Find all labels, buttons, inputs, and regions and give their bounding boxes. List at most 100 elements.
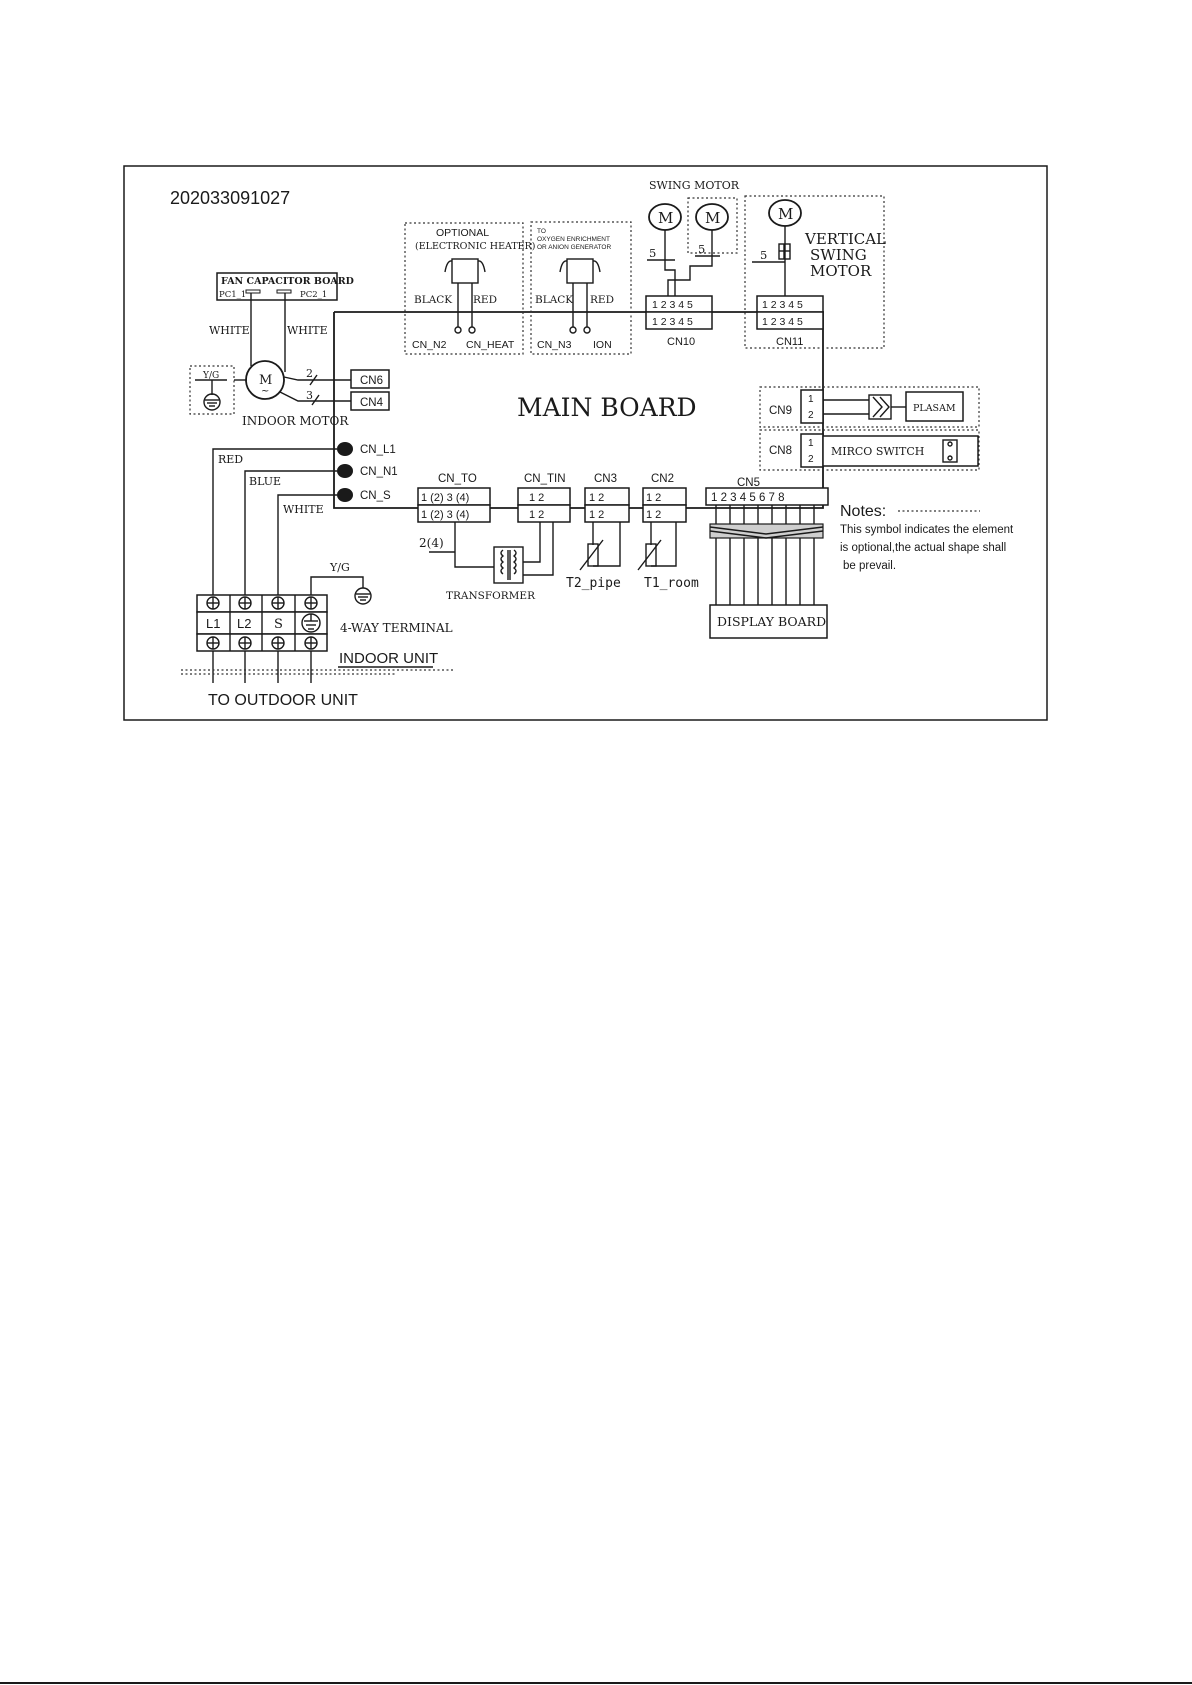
optional-heater-box: OPTIONAL (ELECTRONIC HEATER) BLACK RED C… — [404, 222, 535, 355]
cn9-plasma-box: CN9 1 2 PLASAM — [759, 386, 980, 428]
indoor-motor-label: INDOOR MOTOR — [242, 414, 349, 428]
indoor-motor-tilde: ~ — [261, 386, 269, 397]
cn5-label: CN5 — [737, 477, 760, 489]
cn9-pin-2: 2 — [808, 410, 814, 421]
cn3-pins-bottom: 1 2 — [589, 509, 604, 521]
cn8-label: CN8 — [769, 445, 792, 457]
cn8-microswitch-box: CN8 1 2 MIRCO SWITCH — [759, 429, 980, 471]
indoor-motor: M ~ INDOOR MOTOR — [242, 360, 349, 428]
cn11-pins-bottom: 1 2 3 4 5 — [762, 316, 803, 328]
page-bottom-rule — [0, 1682, 1192, 1684]
fan-capacitor-board: FAN CAPACITOR BOARD PC1_1 PC2_1 — [216, 272, 354, 301]
cn11-label: CN11 — [776, 336, 803, 348]
vertical-swing-label-2: SWING — [810, 246, 867, 264]
pc1-label: PC1_1 — [219, 290, 246, 300]
doc-number: 202033091027 — [170, 188, 290, 208]
notes-line-1: This symbol indicates the element — [840, 524, 1014, 536]
cn-n3-label: CN_N3 — [537, 339, 572, 351]
cn-l1-label: CN_L1 — [360, 444, 396, 456]
notes-title: Notes: — [840, 503, 886, 520]
terminal-s-label: S — [274, 617, 283, 632]
electronic-heater-label: (ELECTRONIC HEATER) — [415, 241, 535, 252]
cn-to-label: CN_TO — [438, 473, 477, 485]
anion-generator-box: TO OXYGEN ENRICHMENT OR ANION GENERATOR … — [530, 221, 632, 355]
cn9-label: CN9 — [769, 405, 792, 417]
swing-motor-m-1: M — [658, 209, 673, 227]
cn-to-pins-bottom: 1 (2) 3 (4) — [421, 509, 469, 521]
cn2-pins-top: 1 2 — [646, 492, 661, 504]
wire-2-4-label: 2(4) — [419, 536, 444, 550]
cn-s-label: CN_S — [360, 490, 391, 502]
to-outdoor-unit-label: TO OUTDOOR UNIT — [208, 692, 358, 709]
transformer: 2(4) TRANSFORMER — [419, 522, 554, 602]
white-wire-label-3: WHITE — [283, 503, 324, 516]
swing-wire-5-label-2: 5 — [698, 242, 705, 256]
notes: Notes: This symbol indicates the element… — [840, 503, 1014, 572]
cn-tin-pins-bottom: 1 2 — [529, 509, 544, 521]
vertical-motor-m: M — [778, 205, 793, 223]
cn5-connector: CN5 1 2 3 4 5 6 7 8 DISPLAY BOARD — [705, 477, 829, 639]
cn10-label: CN10 — [667, 336, 695, 348]
t2-pipe-sensor: T2_pipe — [566, 522, 621, 591]
yg-earth-box: Y/G — [189, 365, 235, 415]
notes-line-3: be prevail. — [843, 560, 896, 572]
heater-black-label: BLACK — [414, 294, 452, 306]
fan-capacitor-board-label: FAN CAPACITOR BOARD — [221, 276, 354, 287]
cn-tin-pins-top: 1 2 — [529, 492, 544, 504]
display-board-label: DISPLAY BOARD — [717, 614, 826, 629]
cn2-label: CN2 — [651, 473, 674, 485]
anion-black-label: BLACK — [535, 294, 573, 306]
indoor-motor-m: M — [259, 373, 272, 388]
t1-room-label: T1_room — [644, 576, 699, 591]
swing-motor-label: SWING MOTOR — [649, 179, 740, 192]
white-wire-label-1: WHITE — [209, 324, 250, 337]
cn10-pins-top: 1 2 3 4 5 — [652, 299, 693, 311]
cn10-pins-bottom: 1 2 3 4 5 — [652, 316, 693, 328]
cn-tin-connector: CN_TIN 1 2 1 2 — [517, 473, 571, 523]
cn3-connector: CN3 1 2 1 2 — [584, 473, 630, 523]
ion-label: ION — [593, 339, 612, 351]
vertical-swing-label-1: VERTICAL — [804, 230, 886, 248]
power-connectors: CN_L1 CN_N1 CN_S — [337, 442, 398, 502]
cn8-pin-1: 1 — [808, 438, 814, 449]
cn4-label: CN4 — [360, 397, 384, 409]
blue-wire-label: BLUE — [249, 475, 281, 488]
cn8-pin-2: 2 — [808, 454, 814, 465]
to-oxygen-label-2: OXYGEN ENRICHMENT — [537, 236, 610, 243]
terminal-l1-label: L1 — [206, 616, 220, 631]
vertical-swing-motor-box: M 5 VERTICAL SWING MOTOR 1 2 3 4 5 1 2 3… — [744, 195, 886, 349]
notes-line-2: is optional,the actual shape shall — [840, 542, 1006, 554]
cn-to-pins-top: 1 (2) 3 (4) — [421, 492, 469, 504]
transformer-label: TRANSFORMER — [446, 590, 536, 602]
micro-switch-label: MIRCO SWITCH — [831, 445, 924, 458]
cn-n2-label: CN_N2 — [412, 339, 447, 351]
cn10-connector: 1 2 3 4 5 1 2 3 4 5 CN10 — [645, 295, 713, 348]
cn3-label: CN3 — [594, 473, 617, 485]
optional-label: OPTIONAL — [436, 227, 489, 239]
cn6-label: CN6 — [360, 375, 383, 387]
cn-to-connector: CN_TO 1 (2) 3 (4) 1 (2) 3 (4) — [417, 473, 491, 523]
heater-red-label: RED — [473, 294, 497, 306]
t1-room-sensor: T1_room — [637, 522, 699, 591]
cn-n1-label: CN_N1 — [360, 466, 398, 478]
four-way-terminal-label: 4-WAY TERMINAL — [340, 621, 453, 635]
cn3-pins-top: 1 2 — [589, 492, 604, 504]
to-oxygen-label-3: OR ANION GENERATOR — [537, 244, 611, 251]
cn-tin-label: CN_TIN — [524, 473, 566, 485]
cn2-pins-bottom: 1 2 — [646, 509, 661, 521]
swing-wire-5-label-1: 5 — [649, 246, 656, 260]
plasma-label: PLASAM — [913, 403, 956, 414]
wire-2-label: 2 — [306, 367, 313, 380]
wire-3-label: 3 — [306, 389, 313, 402]
white-wire-label-2: WHITE — [287, 324, 328, 337]
swing-motor: SWING MOTOR M M 5 5 — [647, 179, 740, 298]
diagram-frame — [123, 165, 1048, 721]
red-wire-label: RED — [218, 453, 243, 466]
indoor-unit-label: INDOOR UNIT — [339, 650, 438, 667]
to-oxygen-label-1: TO — [537, 228, 546, 235]
terminal-yg-label: Y/G — [329, 561, 350, 574]
vertical-swing-label-3: MOTOR — [810, 262, 872, 280]
cn2-connector: CN2 1 2 1 2 — [642, 473, 687, 523]
four-way-terminal: L1 L2 S — [196, 594, 328, 683]
